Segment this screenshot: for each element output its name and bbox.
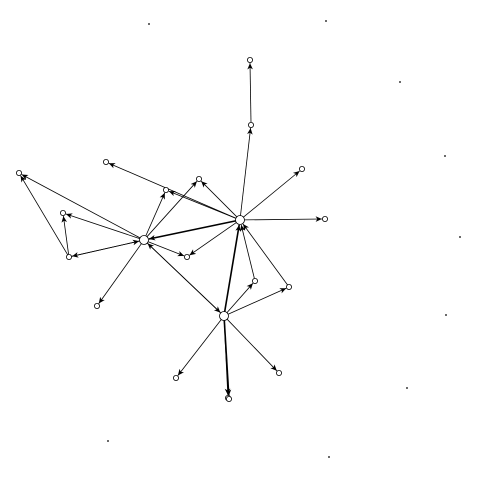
edges-layer	[20, 63, 322, 396]
edge-n6-n1	[71, 239, 140, 257]
edge-n2-n10	[200, 180, 238, 218]
edge-n2-n12	[240, 128, 253, 216]
node-d1	[148, 23, 150, 25]
edge-n1-n5	[65, 213, 140, 239]
edge-n3-n2	[223, 224, 241, 312]
node-n11	[103, 158, 110, 165]
node-n7	[15, 169, 22, 176]
node-n18	[172, 374, 179, 381]
node-d4	[444, 155, 446, 157]
edge-n3-n1	[147, 243, 221, 314]
node-n8	[183, 253, 190, 260]
node-d5	[459, 236, 461, 238]
edge-n2-n15	[244, 216, 322, 222]
node-n1	[139, 235, 149, 245]
node-n15	[321, 215, 328, 222]
edge-n16-n2	[239, 224, 255, 279]
node-d7	[406, 387, 408, 389]
edge-n1-n9	[145, 192, 166, 237]
edge-n2-n9	[168, 190, 236, 219]
edge-n3-n18	[177, 319, 222, 376]
node-d6	[445, 314, 447, 316]
edge-n12-n13	[247, 63, 253, 123]
node-n10	[195, 175, 202, 182]
node-n17	[285, 283, 292, 290]
node-d8	[107, 440, 109, 442]
node-n2	[235, 215, 245, 225]
edge-n17-n2	[242, 223, 288, 286]
edge-n3-n16	[226, 283, 254, 313]
edge-n1-n8	[148, 241, 185, 257]
node-n20	[225, 395, 232, 402]
edge-n2-n8	[189, 222, 237, 256]
node-n12	[247, 122, 254, 129]
node-n5	[60, 209, 67, 216]
edge-n2-n1	[148, 220, 236, 241]
node-n16	[251, 277, 258, 284]
node-d3	[399, 81, 401, 83]
node-n9	[162, 186, 169, 193]
node-n21	[275, 369, 282, 376]
edge-n2-n14	[243, 170, 300, 218]
node-n14	[298, 165, 305, 172]
edge-n1-n10	[146, 181, 198, 237]
node-n3	[219, 311, 229, 321]
nodes-layer	[15, 20, 461, 458]
edge-n6-n7	[20, 175, 69, 256]
node-n13	[246, 57, 253, 64]
node-n6	[66, 253, 73, 260]
edge-n2-n11	[108, 162, 237, 219]
edge-n6-n5	[61, 216, 69, 255]
node-d2	[325, 20, 327, 22]
edge-n3-n17	[227, 287, 287, 315]
node-n4	[94, 302, 101, 309]
edge-n3-n21	[226, 318, 278, 372]
edge-n3-n20	[223, 320, 232, 396]
node-d9	[328, 456, 330, 458]
edge-n1-n4	[98, 243, 142, 304]
edge-n1-n7	[21, 174, 141, 239]
